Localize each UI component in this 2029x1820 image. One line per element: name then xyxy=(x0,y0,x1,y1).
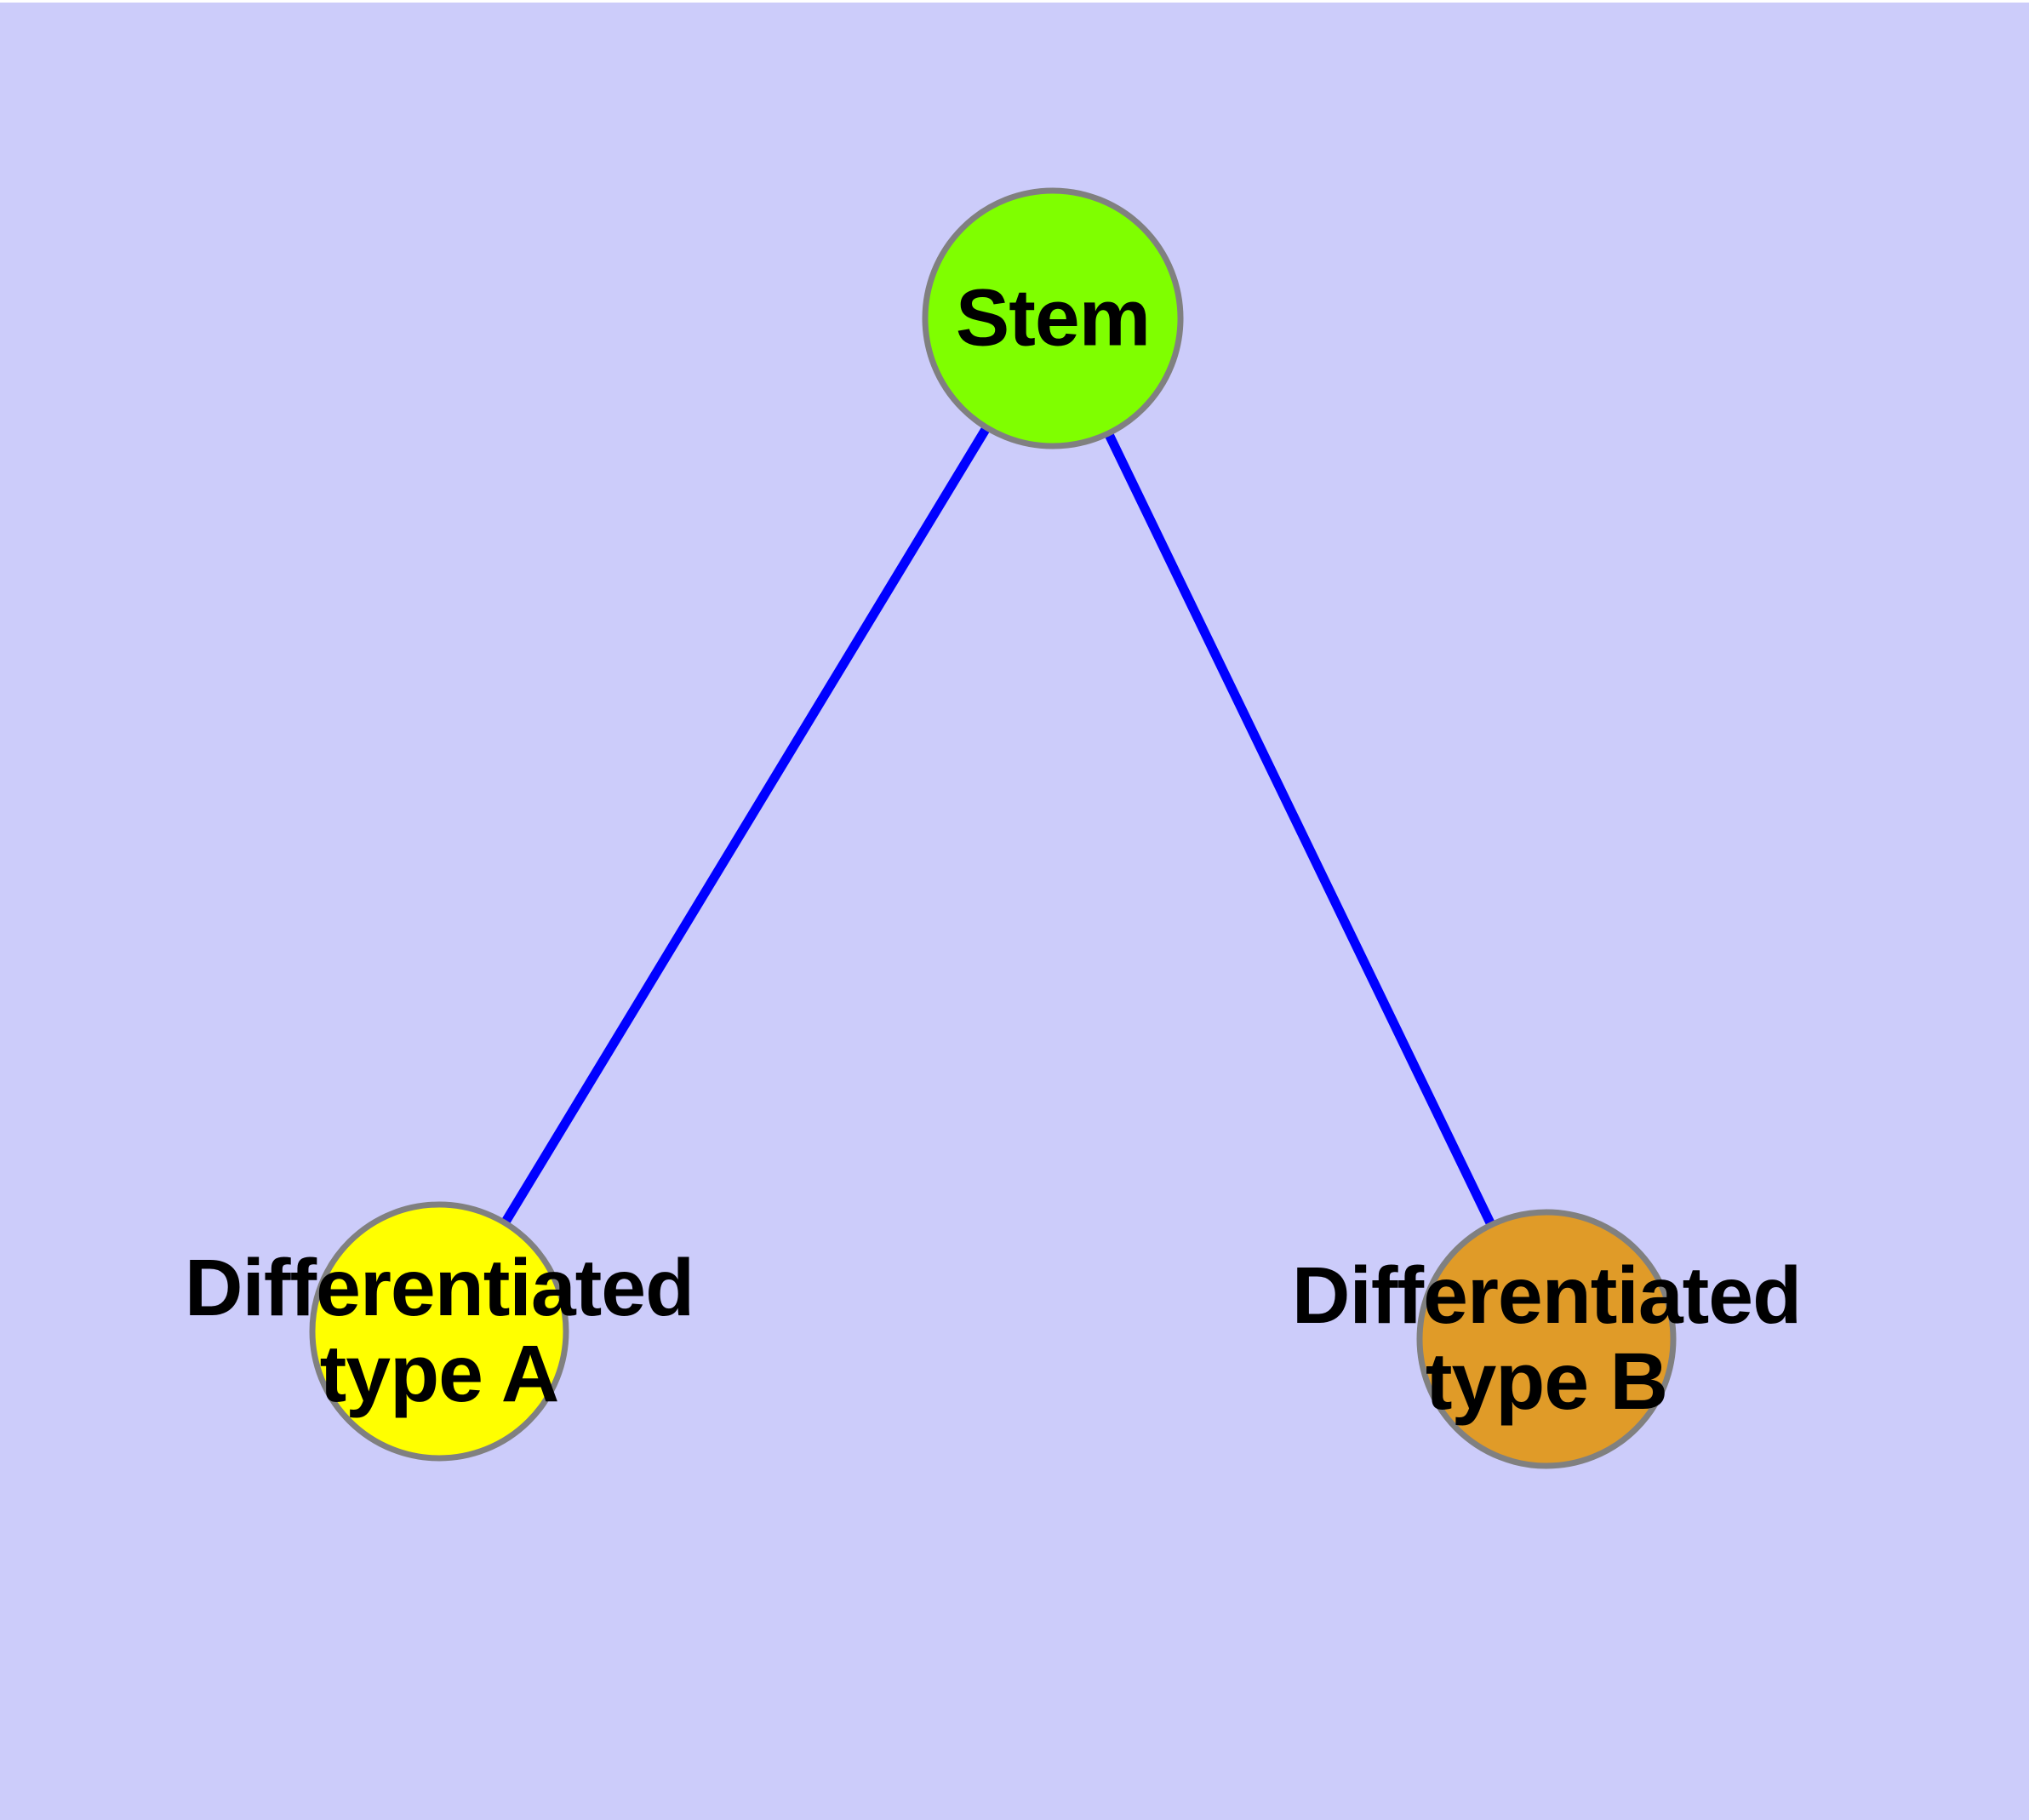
edge-stem-to-diff-b xyxy=(1105,432,1495,1226)
node-circle-stem[interactable] xyxy=(922,187,1184,449)
edge-layer xyxy=(501,426,1495,1226)
node-circle-diff-b[interactable] xyxy=(1416,1209,1677,1469)
node-circle-diff-a[interactable] xyxy=(309,1201,569,1462)
node-layer xyxy=(309,187,1677,1469)
edge-stem-to-diff-a xyxy=(501,426,990,1224)
